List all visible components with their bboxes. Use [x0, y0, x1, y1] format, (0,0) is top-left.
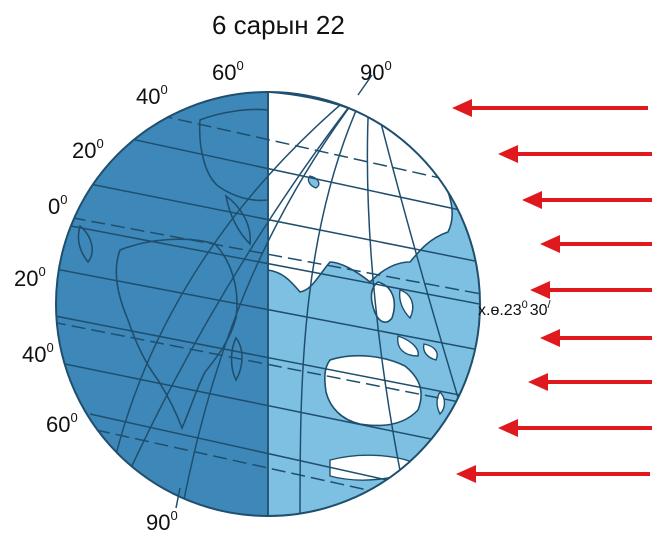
- south-pole-label: 900: [146, 508, 178, 535]
- equator: [56, 267, 480, 353]
- lat-label-20s: 200: [14, 264, 46, 291]
- meridian-grid: [109, 92, 480, 516]
- globe: [55, 74, 481, 517]
- meridian-4: [109, 92, 371, 481]
- lat-label-40s: 400: [22, 340, 54, 367]
- philippines: [398, 289, 414, 320]
- axis-bottom: [175, 487, 181, 509]
- sun-ray-arrowhead: [498, 145, 518, 163]
- lat-label-60s: 600: [46, 410, 78, 437]
- sun-ray-arrow: [528, 373, 652, 391]
- sun-ray-arrowhead: [522, 191, 542, 209]
- sun-ray-arrow: [540, 329, 652, 347]
- north-pole-label: 900: [360, 58, 392, 85]
- lat-label-20n: 200: [72, 136, 104, 163]
- axis-meridian: [179, 92, 371, 516]
- meridian-1: [299, 92, 371, 516]
- arctic-circle: [99, 101, 441, 179]
- parallel-20s: [56, 315, 480, 401]
- sun-ray-arrowhead: [540, 235, 560, 253]
- parallel-40s: [64, 363, 476, 449]
- indochina: [370, 281, 396, 323]
- sun-ray-arrowhead: [456, 465, 476, 483]
- tropic-of-capricorn: [56, 321, 480, 409]
- madagascar: [230, 336, 243, 382]
- parallel-20n: [56, 221, 480, 307]
- sun-ray-arrow: [540, 235, 652, 253]
- lat-label-60n: 600: [212, 58, 244, 85]
- sun-ray-arrow: [522, 191, 652, 209]
- sun-ray-arrow: [498, 419, 652, 437]
- date-title: 6 сарын 22: [212, 10, 345, 40]
- tropic-of-cancer: [56, 213, 480, 297]
- sun-rays: [452, 99, 652, 483]
- europe-outline: [198, 108, 268, 202]
- sun-ray-arrow: [530, 281, 652, 299]
- meridian-2: [366, 92, 411, 516]
- globe-outline: [55, 91, 481, 517]
- lat-label-equator: 00: [48, 192, 67, 219]
- south-america-edge: [77, 224, 93, 264]
- sun-ray-arrowhead: [540, 329, 560, 347]
- sun-ray-arrowhead: [528, 373, 548, 391]
- latitude-labels: 400 200 00 200 400 600: [14, 82, 168, 437]
- sun-ray-arrowhead: [530, 281, 550, 299]
- parallel-60n: [79, 127, 461, 211]
- meridian-5: [129, 92, 371, 471]
- sun-ray-arrowhead: [498, 419, 518, 437]
- sun-ray-arrow: [456, 465, 650, 483]
- sun-ray-arrow: [452, 99, 648, 117]
- lat-label-40n: 400: [136, 82, 168, 109]
- indonesia: [397, 335, 438, 361]
- sun-ray-arrow: [498, 145, 652, 163]
- sun-ray-arrowhead: [452, 99, 472, 117]
- red-sea: [224, 194, 251, 246]
- axis-top: [357, 74, 373, 96]
